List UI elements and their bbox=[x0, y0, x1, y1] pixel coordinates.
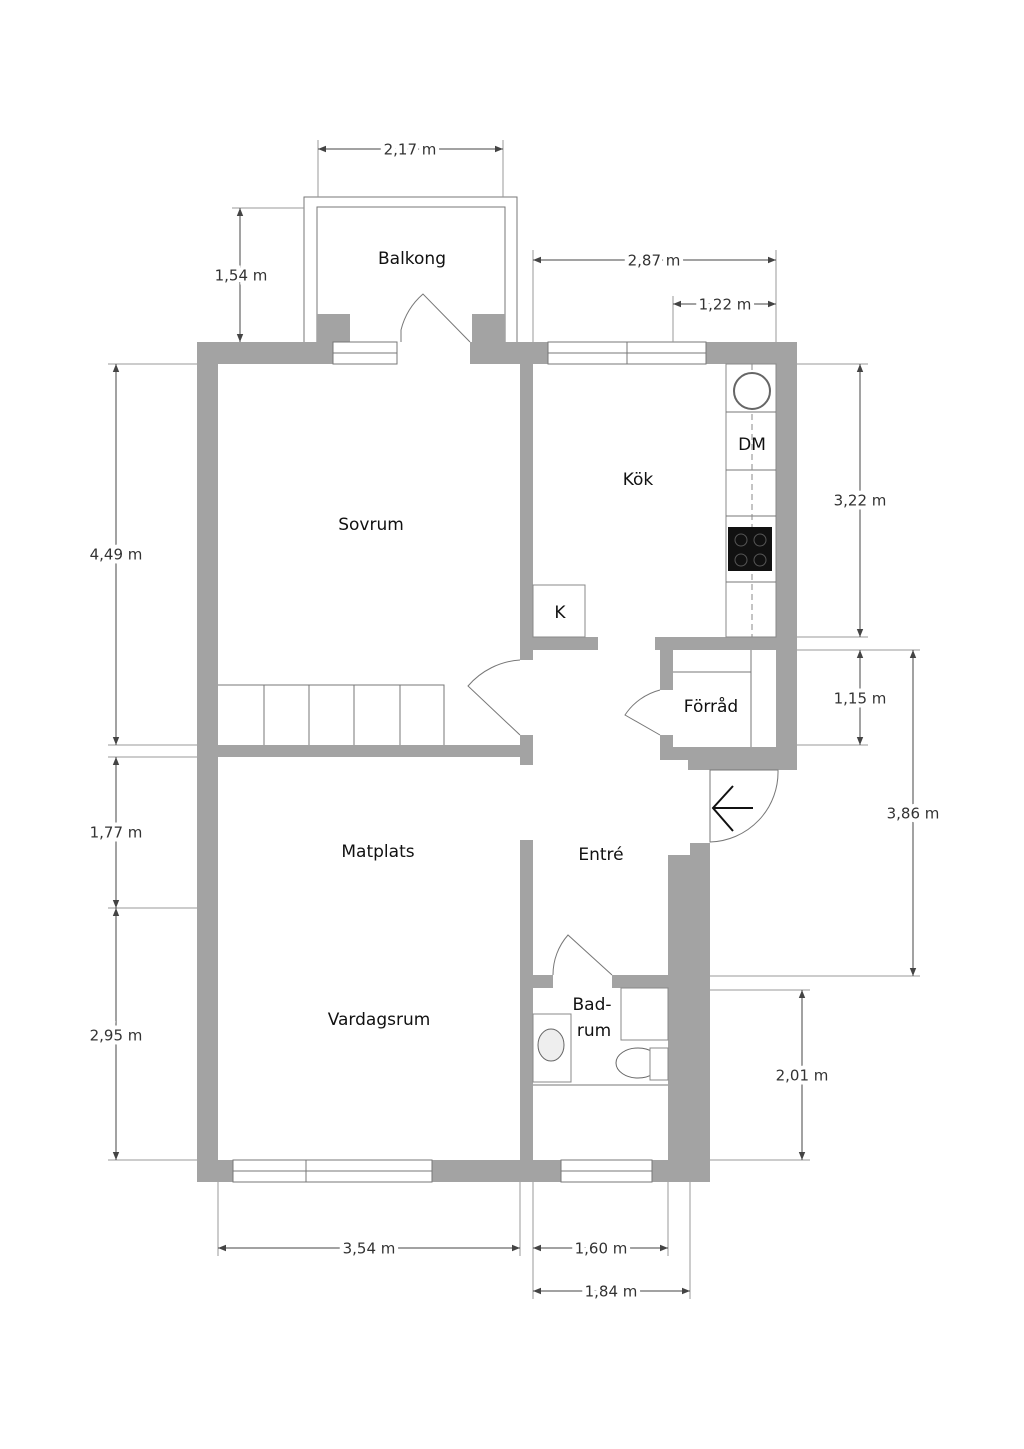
room-labels: Balkong Sovrum Kök DM K Förråd Matplats … bbox=[328, 249, 766, 1041]
dim-kitchen-depth: 3,22 m bbox=[834, 492, 887, 510]
label-dm: DM bbox=[738, 435, 766, 455]
fixtures bbox=[218, 363, 777, 1086]
doors bbox=[400, 293, 779, 976]
dim-bath-width: 1,60 m bbox=[575, 1240, 628, 1258]
room-entre: Entré bbox=[578, 845, 623, 865]
room-sovrum: Sovrum bbox=[338, 515, 404, 535]
dim-living-depth: 2,95 m bbox=[90, 1027, 143, 1045]
room-badrum-line2: rum bbox=[577, 1021, 611, 1041]
dim-bath-depth: 2,01 m bbox=[776, 1067, 829, 1085]
dim-storage-depth: 1,15 m bbox=[834, 690, 887, 708]
room-badrum-line1: Bad- bbox=[572, 995, 611, 1015]
dim-balcony-width: 2,17 m bbox=[384, 141, 437, 159]
room-forrad: Förråd bbox=[684, 696, 738, 717]
stove-icon bbox=[728, 527, 772, 571]
room-matplats: Matplats bbox=[341, 842, 414, 862]
dim-dining-depth: 1,77 m bbox=[90, 824, 143, 842]
walls bbox=[197, 342, 797, 1182]
kitchen-sink-icon bbox=[733, 372, 771, 410]
bathroom-sink-icon bbox=[537, 1028, 565, 1062]
room-balkong: Balkong bbox=[378, 249, 446, 269]
dim-living-width: 3,54 m bbox=[343, 1240, 396, 1258]
room-kok: Kök bbox=[623, 470, 654, 490]
windows bbox=[232, 341, 707, 1183]
room-vardagsrum: Vardagsrum bbox=[328, 1010, 431, 1030]
dim-counter-width: 1,22 m bbox=[699, 296, 752, 314]
label-k: K bbox=[554, 603, 566, 623]
dim-kitchen-width: 2,87 m bbox=[628, 252, 681, 270]
dim-hall-width: 1,84 m bbox=[585, 1283, 638, 1301]
balcony bbox=[303, 196, 518, 342]
dim-balcony-depth: 1,54 m bbox=[215, 267, 268, 285]
dim-bedroom-depth: 4,49 m bbox=[90, 546, 143, 564]
entrance-arrow-icon bbox=[711, 785, 753, 832]
dimension-lines: 2,17 m 1,54 m 2,87 m 1,22 m 4,49 m 1,77 … bbox=[86, 137, 944, 1305]
dim-hall-depth: 3,86 m bbox=[887, 805, 940, 823]
